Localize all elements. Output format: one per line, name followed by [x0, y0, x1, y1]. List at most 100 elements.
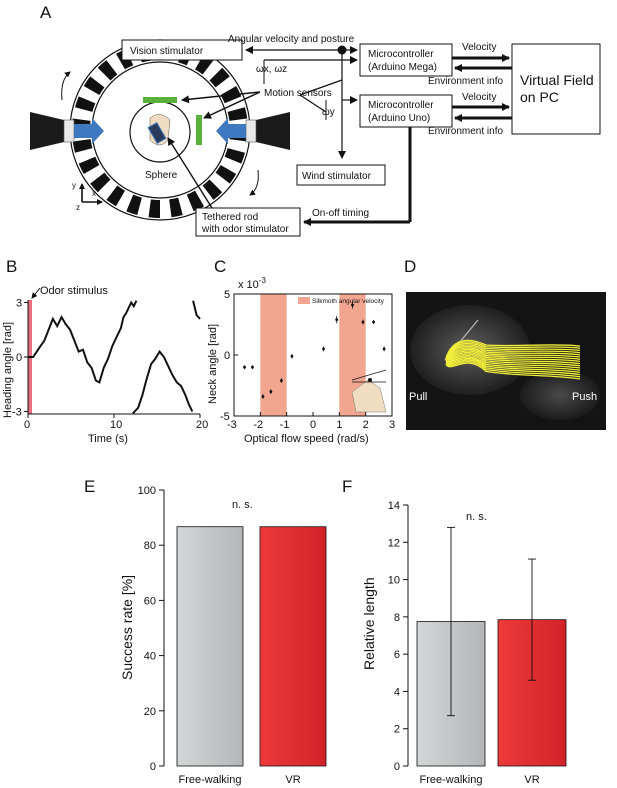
- f-annotation: n. s.: [466, 511, 487, 523]
- fan-left: [30, 112, 104, 150]
- d-track: [445, 347, 581, 361]
- drum-stripe: [215, 165, 237, 184]
- f-ytick-label: 4: [394, 686, 400, 698]
- f-ytick-label: 14: [388, 500, 400, 512]
- c-legend-swatch: [298, 297, 310, 304]
- c-point: [280, 379, 283, 383]
- drum: Sphere: [61, 39, 259, 221]
- b-heading-segment: [132, 349, 194, 414]
- b-heading-segment: [28, 300, 138, 384]
- box-arduino-uno: Microcontroller (Arduino Uno): [359, 94, 453, 128]
- b-ytick-label: 0: [16, 352, 22, 364]
- c-xtick-label: -2: [253, 419, 263, 431]
- label-env-bottom: Environment info: [428, 126, 503, 137]
- label-motion-sensors: Motion sensors: [264, 88, 332, 99]
- d-track: [445, 341, 581, 359]
- c-exponent-power: -3: [259, 276, 267, 285]
- label-angular-velocity: Angular velocity and posture: [228, 34, 355, 45]
- blue-arrow-right: [216, 118, 246, 144]
- c-bands: [260, 294, 366, 416]
- b-ylabel: Heading angle [rad]: [2, 322, 14, 418]
- d-push-label: Push: [572, 391, 597, 403]
- c-xlabel: Optical flow speed (rad/s): [244, 433, 369, 445]
- d-track: [445, 344, 581, 360]
- f-ytick-label: 8: [394, 612, 400, 624]
- c-ytick-label: 0: [224, 350, 230, 362]
- panel-e-label: E: [84, 477, 95, 496]
- f-category-label: VR: [524, 774, 539, 786]
- e-bar-free-walking: [176, 526, 244, 767]
- d-track: [445, 356, 581, 371]
- e-ytick-label: 100: [138, 485, 156, 497]
- connectors: [167, 45, 512, 226]
- d-pull-label: Pull: [409, 391, 427, 403]
- c-xtick-label: 1: [336, 419, 342, 431]
- drum-stripe: [72, 139, 93, 153]
- c-point: [382, 347, 386, 351]
- c-xtick-label: -3: [227, 419, 237, 431]
- axis-y-label: y: [72, 181, 76, 190]
- b-xtick-label: 10: [110, 419, 122, 431]
- c-point: [335, 318, 339, 322]
- c-point: [351, 303, 354, 307]
- drum-stripe: [74, 96, 96, 112]
- e-ytick-label: 80: [144, 540, 156, 552]
- d-track: [445, 339, 581, 359]
- e-category-label: Free-walking: [179, 774, 242, 786]
- c-ytick-label: 5: [224, 289, 230, 301]
- panel-f-label: F: [342, 477, 352, 496]
- box-mega-line2: (Arduino Mega): [368, 62, 437, 73]
- box-vision-stimulator: Vision stimulator: [121, 39, 243, 61]
- drum-stripe: [126, 194, 142, 216]
- c-point: [261, 395, 265, 398]
- c-xtick-label: -1: [280, 419, 290, 431]
- c-point: [361, 320, 365, 324]
- drum-stripe: [202, 179, 223, 200]
- box-mega-line1: Microcontroller: [368, 49, 434, 60]
- box-uno-line1: Microcontroller: [368, 100, 434, 111]
- f-ytick-label: 10: [388, 575, 400, 587]
- e-ytick-label: 20: [144, 706, 156, 718]
- label-velocity-bottom: Velocity: [462, 92, 496, 103]
- panel-a-label: A: [40, 3, 52, 22]
- f-ytick-label: 2: [394, 724, 400, 736]
- f-ytick-label: 0: [394, 761, 400, 773]
- d-track: [445, 350, 581, 363]
- f-ytick-label: 6: [394, 649, 400, 661]
- moth-inset: [351, 369, 387, 413]
- b-ytick-label: 3: [16, 298, 22, 310]
- drum-stripe: [83, 76, 105, 95]
- e-category-label: VR: [285, 774, 300, 786]
- axes-glyph: y x z: [72, 181, 103, 212]
- d-track: [445, 357, 581, 374]
- odor-stimulus-legend: Odor stimulus: [40, 285, 108, 297]
- rotation-arrow-top: [61, 71, 71, 101]
- box-uno-line2: (Arduino Uno): [368, 113, 430, 124]
- box-vision-label: Vision stimulator: [130, 46, 204, 57]
- e-bar-vr: [259, 526, 327, 767]
- d-track: [445, 342, 581, 360]
- c-point: [290, 354, 294, 358]
- motion-sensor-top: [143, 97, 177, 103]
- c-ylabel: Neck angle [rad]: [207, 324, 219, 404]
- c-legend-text: Silkmoth angular velocity: [312, 298, 385, 305]
- box-vf-line1: Virtual Field: [520, 72, 594, 88]
- drum-stripe: [148, 199, 160, 218]
- box-virtual-field: Virtual Field on PC: [511, 43, 601, 135]
- moth-rod: [147, 122, 167, 144]
- label-omega-xz: ωx, ωz: [256, 64, 287, 75]
- d-track: [445, 360, 581, 378]
- drum-stripe: [90, 172, 111, 193]
- axis-x-label: x: [92, 189, 96, 198]
- b-xlabel: Time (s): [88, 433, 128, 445]
- c-point: [322, 347, 325, 351]
- d-track: [445, 362, 581, 380]
- drum-stripe: [169, 197, 183, 218]
